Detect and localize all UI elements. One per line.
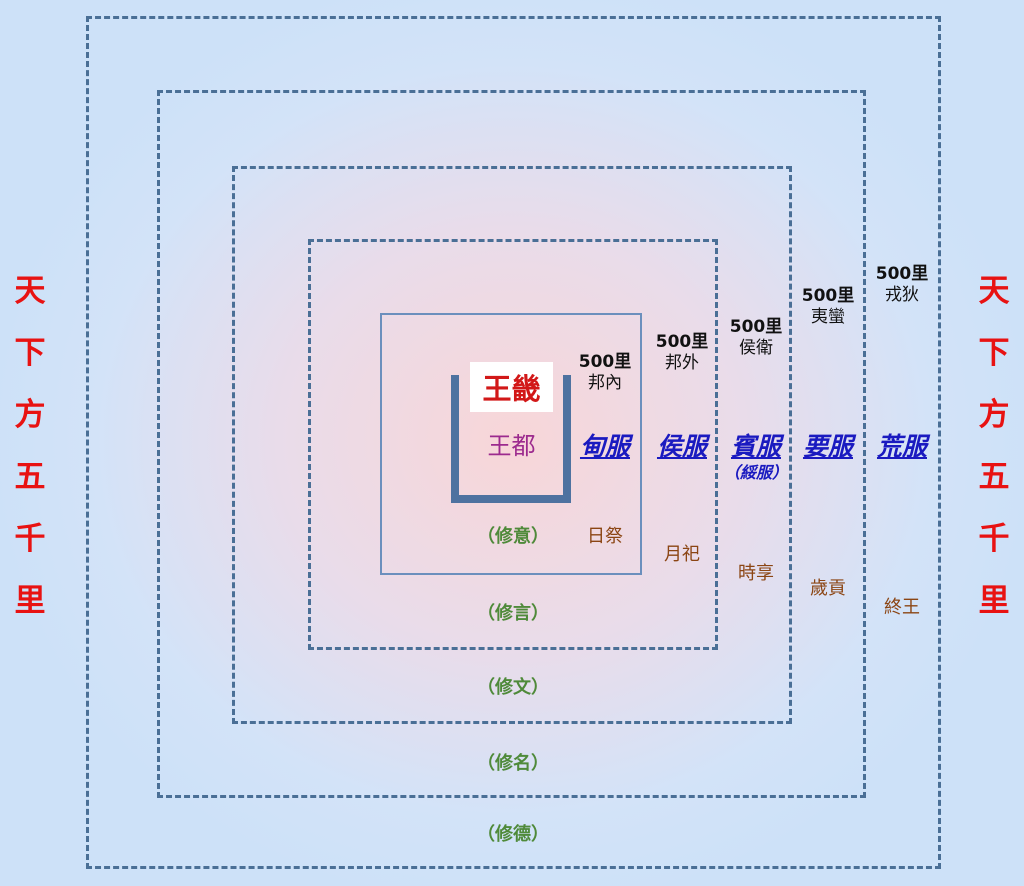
- zone-tribute: 日祭: [587, 526, 623, 547]
- zone-name-houfu: 侯服: [656, 432, 707, 461]
- zone-distance: 500里戎狄: [875, 264, 929, 305]
- zone-alt-name: （綏服）: [723, 463, 788, 482]
- capital-city: 王都: [487, 432, 536, 460]
- side-char: 天: [14, 273, 46, 309]
- capital-title: 王畿: [470, 362, 553, 412]
- side-label-left: 天 下 方 五 千 里: [10, 260, 50, 632]
- zone-name-huangfu: 荒服: [876, 432, 927, 461]
- cultivation-label: （修言）: [477, 603, 549, 624]
- side-char: 五: [14, 459, 46, 495]
- side-char: 千: [978, 521, 1010, 557]
- cultivation-label: （修名）: [477, 753, 549, 774]
- zone-name-binfu: 賓服: [730, 432, 781, 461]
- side-char: 里: [14, 583, 46, 619]
- cultivation-label: （修德）: [477, 824, 549, 845]
- zone-distance: 500里邦外: [655, 332, 709, 373]
- side-label-right: 天 下 方 五 千 里: [974, 260, 1014, 632]
- zone-tribute: 終王: [884, 597, 920, 618]
- side-char: 方: [978, 397, 1010, 433]
- square-binfu: [232, 166, 792, 724]
- zone-name-dianfu: 甸服: [579, 432, 630, 461]
- capital-box: [451, 375, 571, 503]
- zone-tribute: 歲貢: [810, 578, 846, 599]
- zone-distance: 500里邦內: [578, 352, 632, 393]
- cultivation-label: （修意）: [477, 526, 549, 547]
- side-char: 下: [978, 335, 1010, 371]
- zone-name-yaofu: 要服: [802, 432, 853, 461]
- zone-tribute: 月祀: [664, 544, 700, 565]
- square-houfu: [308, 239, 718, 650]
- zone-distance: 500里夷蠻: [801, 286, 855, 327]
- side-char: 五: [978, 459, 1010, 495]
- square-yaofu: [157, 90, 866, 798]
- side-char: 里: [978, 583, 1010, 619]
- side-char: 下: [14, 335, 46, 371]
- outer-square-huangfu: [86, 16, 941, 869]
- cultivation-label: （修文）: [477, 677, 549, 698]
- zone-tribute: 時享: [738, 563, 774, 584]
- side-char: 方: [14, 397, 46, 433]
- side-char: 天: [978, 273, 1010, 309]
- side-char: 千: [14, 521, 46, 557]
- zone-distance: 500里侯衛: [729, 317, 783, 358]
- square-dianfu: [380, 313, 642, 575]
